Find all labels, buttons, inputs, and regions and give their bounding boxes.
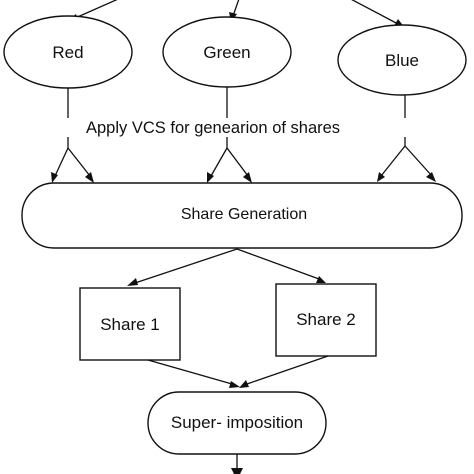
edge-share-generation-to-shares <box>127 248 326 286</box>
node-green: Green <box>162 16 292 88</box>
edge-green-to-share-generation <box>207 87 252 183</box>
node-share-generation: Share Generation <box>21 182 463 249</box>
node-share2-label: Share 2 <box>296 310 356 329</box>
edge-label-apply-vcs: Apply VCS for genearion of shares <box>86 119 340 137</box>
node-share2: Share 2 <box>275 283 377 357</box>
node-red-label: Red <box>52 43 83 62</box>
edge-red-to-share-generation <box>51 88 94 183</box>
node-share1: Share 1 <box>79 287 181 361</box>
node-share1-label: Share 1 <box>100 315 160 334</box>
node-red: Red <box>3 15 133 89</box>
node-blue: Blue <box>337 24 467 96</box>
node-superimposition: Super- imposition <box>147 391 327 455</box>
node-blue-label: Blue <box>385 51 419 70</box>
node-superimposition-label: Super- imposition <box>171 413 303 432</box>
edge-blue-to-share-generation <box>377 95 436 182</box>
node-share-generation-label: Share Generation <box>181 206 307 223</box>
node-green-label: Green <box>203 43 250 62</box>
edge-shares-to-superimposition <box>147 355 329 388</box>
outgoing-arrow <box>231 454 243 474</box>
